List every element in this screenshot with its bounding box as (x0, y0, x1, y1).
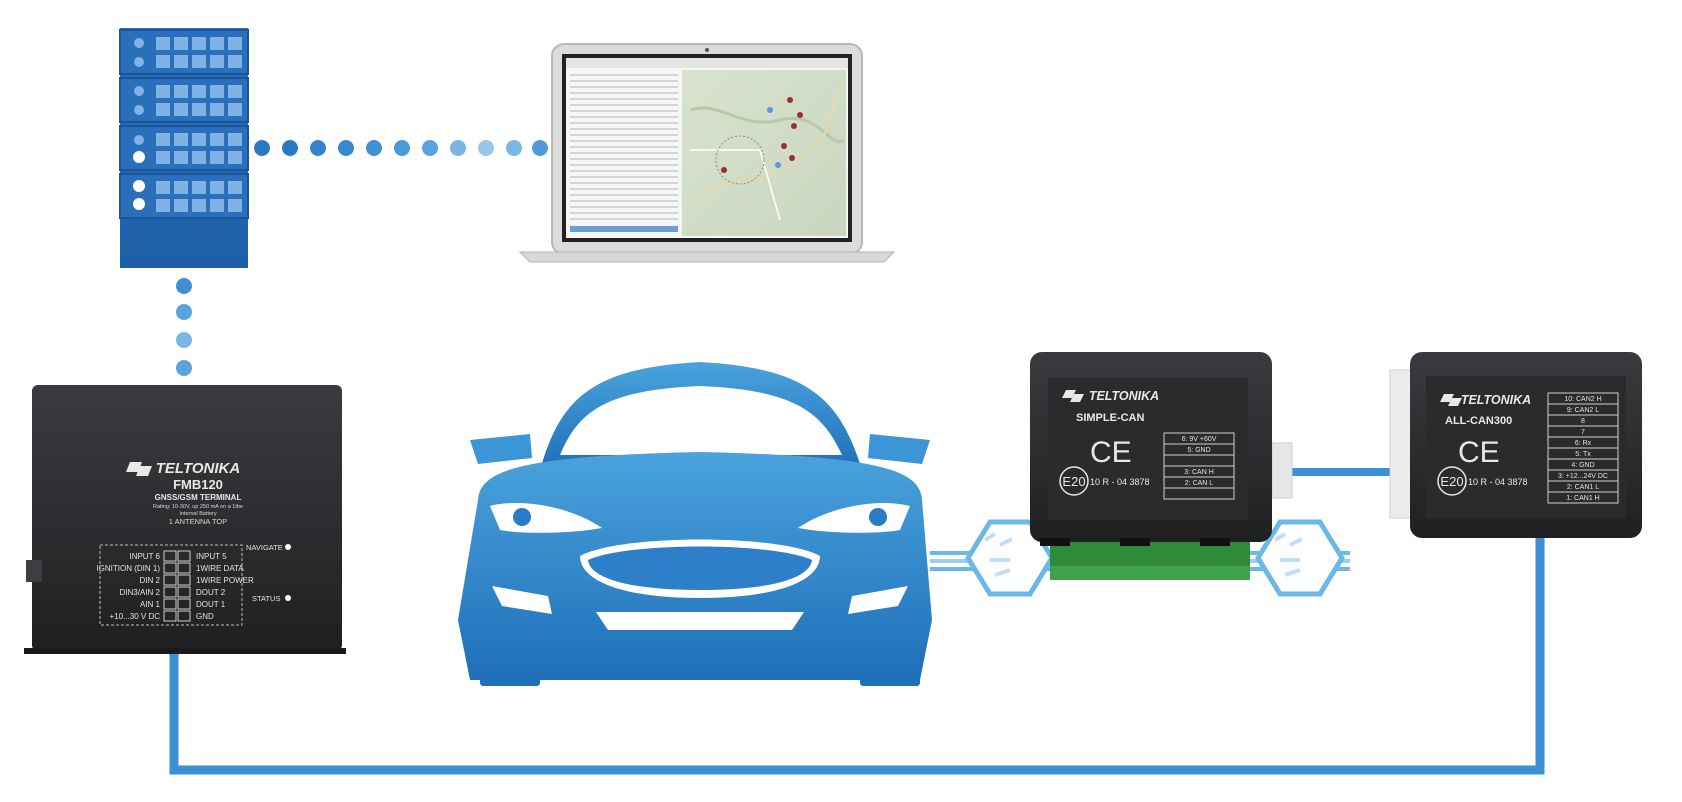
vehicle-list-panel (570, 74, 678, 220)
simplecan-to-allcan-cable (1290, 468, 1390, 476)
pin-label: 3: CAN H (1184, 469, 1214, 476)
fmb-pin-labels-right: INPUT 5 1WIRE DATA 1WIRE POWER DOUT 2 DO… (196, 552, 254, 621)
allcan-approval: 10 R - 04 3878 (1468, 477, 1528, 487)
allcan-model: ALL-CAN300 (1445, 415, 1512, 427)
teltonika-logo-icon (126, 462, 152, 476)
navigate-led-icon (285, 544, 291, 550)
simplecan-e-mark: E20 (1062, 474, 1085, 489)
pin-label: GND (196, 612, 214, 621)
laptop-screen (566, 58, 848, 238)
simplecan-ce-mark: CE (1090, 436, 1132, 469)
pin-label: 1WIRE DATA (196, 564, 244, 573)
pin-label: 6: 9V +60V (1182, 436, 1217, 443)
pin-label: 6: Rx (1575, 440, 1592, 447)
pin-label: DOUT 1 (196, 600, 226, 609)
allcan-brand: TELTONIKA (1461, 393, 1531, 407)
fmb-model: FMB120 (173, 477, 223, 492)
allcan-e-mark: E20 (1440, 474, 1463, 489)
pin-label: 2: CAN L (1185, 480, 1214, 487)
e-mark-icon (1059, 466, 1089, 496)
server-to-laptop-dots (254, 140, 548, 156)
map-panel (682, 70, 846, 236)
simplecan-model: SIMPLE-CAN (1076, 412, 1145, 424)
fmb-pin-block (99, 544, 243, 626)
pin-label: 8 (1581, 418, 1585, 425)
pin-label: 7 (1581, 429, 1585, 436)
fmb-battery: Internal Battery (179, 511, 217, 517)
pin-label: 2: CAN1 L (1567, 484, 1599, 491)
teltonika-logo-icon (1062, 390, 1084, 402)
pin-label: INPUT 6 (129, 552, 160, 561)
fmb-to-allcan-cable (169, 538, 1545, 775)
teltonika-logo-icon (1440, 394, 1462, 406)
server-grid (156, 37, 242, 212)
simplecan-approval: 10 R - 04 3878 (1090, 477, 1150, 487)
pin-label: AIN 1 (140, 600, 161, 609)
fmb-navigate-label: NAVIGATE (246, 543, 283, 552)
fmb-pin-grid (163, 550, 191, 622)
pin-label: 5: GND (1187, 447, 1210, 454)
simplecan-brand: TELTONIKA (1089, 389, 1159, 403)
server-to-device-dots (176, 278, 192, 376)
pin-label: 9: CAN2 L (1567, 407, 1599, 414)
pin-label: IGNITION (DIN 1) (96, 564, 160, 573)
pin-label: 10: CAN2 H (1564, 396, 1601, 403)
pin-label: 4: GND (1571, 462, 1594, 469)
pin-label: DIN 2 (140, 576, 161, 585)
can-bus-connector-right (1255, 519, 1345, 597)
fmb-rating: Rating: 10-30V, up 250 mA on a 1tbe (153, 504, 243, 510)
fmb-pin-labels-left: INPUT 6 IGNITION (DIN 1) DIN 2 DIN3/AIN … (96, 552, 160, 621)
map-markers (721, 97, 803, 173)
e-mark-icon (1437, 466, 1467, 496)
pin-label: 3: +12...24V DC (1558, 473, 1608, 480)
all-can300-device: TELTONIKA ALL-CAN300 CE E20 10 R - 04 38… (1389, 352, 1642, 538)
pin-label: 5: Tx (1575, 451, 1591, 458)
laptop (518, 43, 896, 263)
pin-label: DIN3/AIN 2 (120, 588, 161, 597)
fmb120-device: TELTONIKA FMB120 GNSS/GSM TERMINAL Ratin… (24, 385, 346, 654)
pin-label: +10...30 V DC (110, 612, 161, 621)
fmb-antenna: 1 ANTENNA TOP (169, 517, 228, 526)
fmb-brand: TELTONIKA (156, 460, 240, 477)
pin-label: DOUT 2 (196, 588, 226, 597)
pin-label: 1WIRE POWER (196, 576, 254, 585)
simple-can-device: TELTONIKA SIMPLE-CAN CE E20 10 R - 04 38… (1030, 352, 1293, 580)
fmb-status-label: STATUS (252, 594, 280, 603)
allcan-ce-mark: CE (1458, 436, 1500, 469)
fmb-subtitle: GNSS/GSM TERMINAL (155, 493, 242, 502)
car-front-icon (458, 362, 932, 686)
pin-label: INPUT 5 (196, 552, 227, 561)
status-led-icon (285, 595, 291, 601)
pin-label: 1: CAN1 H (1566, 495, 1599, 502)
server-rack (119, 28, 249, 268)
